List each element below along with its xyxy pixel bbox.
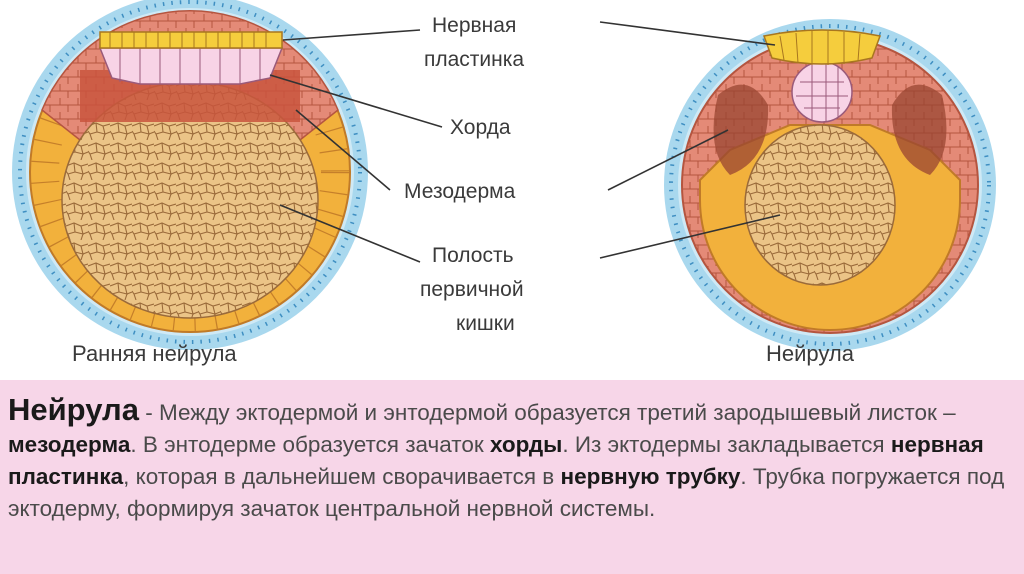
yolk-cavity — [744, 124, 896, 286]
term-mesoderm: мезодерма — [8, 432, 131, 457]
label-cavity-line2: первичной — [420, 278, 524, 301]
early-neurula-diagram — [12, 0, 368, 350]
pointer-cavity-left — [279, 204, 421, 263]
chorda-cells — [796, 62, 848, 122]
pointer-chorda — [269, 74, 443, 128]
pointer-cavity-right — [599, 214, 781, 259]
early-neural-plate-cells — [109, 32, 267, 48]
pointer-mesoderm-right — [607, 129, 729, 191]
early-endoderm-cells — [31, 13, 349, 331]
caption-neurula: Нейрула — [766, 341, 855, 366]
label-cavity-line1: Полость — [432, 244, 514, 267]
pointer-neural-plate-right — [599, 21, 776, 46]
label-mesoderm: Мезодерма — [404, 180, 516, 203]
label-neural-plate-line2: пластинка — [424, 48, 524, 71]
early-chorda-cells — [119, 48, 261, 84]
caption-early-neurula: Ранняя нейрула — [72, 341, 237, 366]
description-box: Нейрула - Между эктодермой и энтодермой … — [0, 380, 1024, 574]
mesoderm-pocket-left — [713, 84, 769, 175]
early-neural-plate — [99, 31, 283, 49]
description-part3: . Из эктодермы закладывается — [562, 432, 891, 457]
description-part1: - Между эктодермой и энтодермой образует… — [138, 400, 956, 425]
description-part2: . В энтодерме образуется зачаток — [130, 432, 490, 457]
term-neural-tube: нервную трубку — [560, 464, 741, 489]
pointer-neural-plate-left — [282, 29, 421, 41]
description-part5: . Трубка погружается под эктодерму, форм… — [8, 464, 1005, 521]
description-part4: , которая в дальнейшем сворачивается в — [123, 464, 561, 489]
neurula-diagram-right — [664, 19, 996, 351]
chorda — [791, 61, 853, 123]
neural-plate — [762, 29, 882, 65]
label-chorda: Хорда — [450, 116, 511, 139]
pointer-lines — [269, 21, 781, 263]
term-chorda: хорды — [489, 432, 563, 457]
label-neural-plate-line1: Нервная — [432, 14, 516, 37]
description-title: Нейрула — [8, 392, 139, 427]
term-neural-plate: нервная пластинка — [8, 432, 984, 489]
mesoderm-pocket-right — [891, 84, 947, 175]
early-chorda — [98, 47, 284, 85]
pointer-mesoderm-left — [295, 109, 391, 191]
neural-plate-cells — [779, 31, 861, 65]
label-cavity-line3: кишки — [456, 312, 515, 335]
ectoderm-cells — [669, 24, 991, 346]
neurula-diagram: Нервная пластинка Хорда Мезодерма Полост… — [12, 0, 996, 366]
early-ectoderm-cells — [18, 0, 362, 344]
